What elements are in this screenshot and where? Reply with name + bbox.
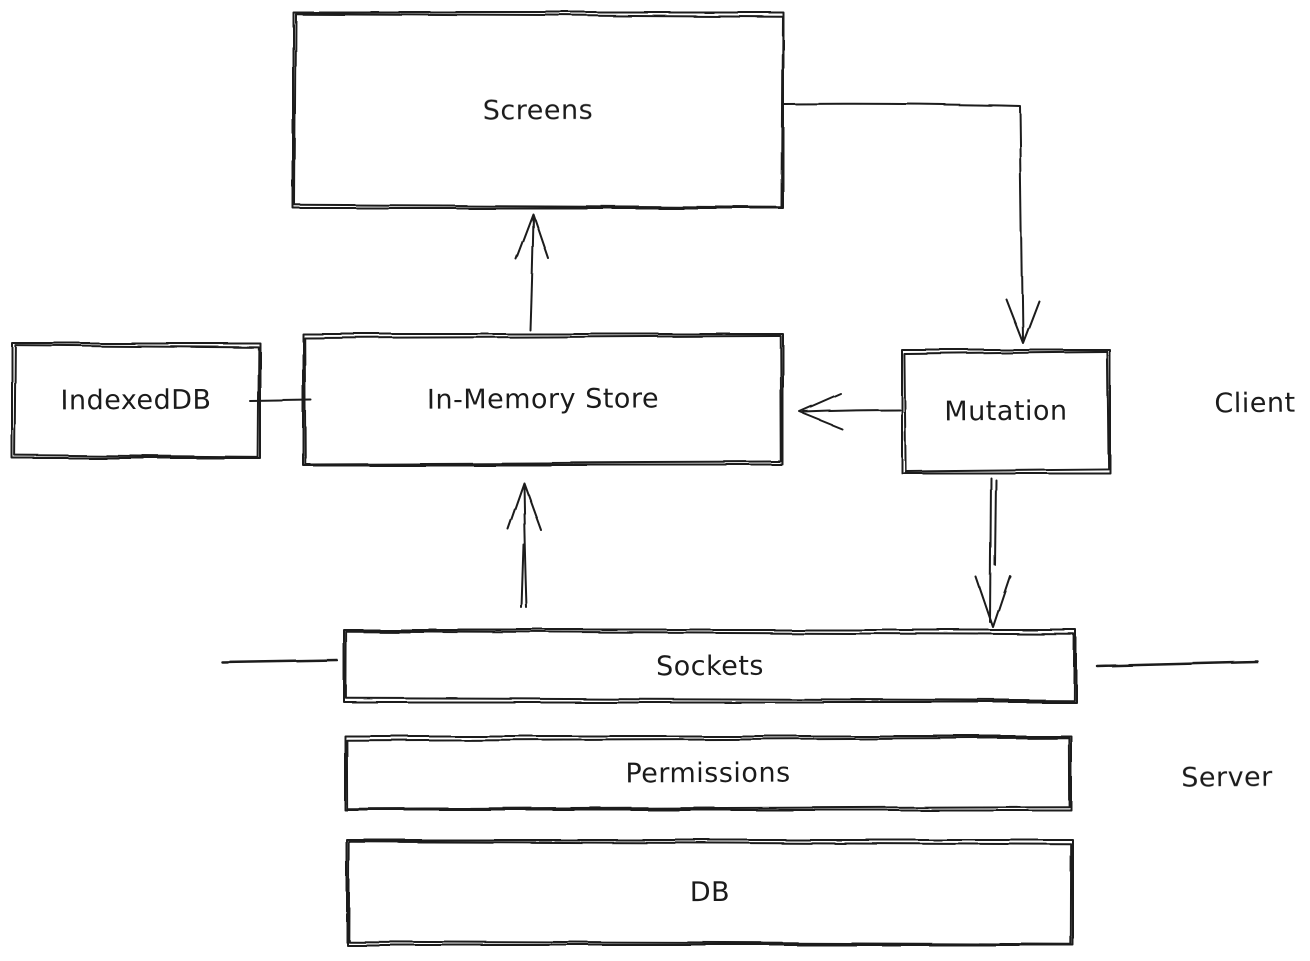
region-client-label: Client [1214, 387, 1296, 419]
divider-right [1095, 660, 1260, 668]
node-permissions-box [344, 735, 1072, 811]
node-permissions-label: Permissions [625, 757, 791, 789]
node-db-label: DB [689, 876, 731, 909]
edge-sockets-to-in-memory-store [507, 482, 542, 609]
divider-left [220, 658, 339, 664]
node-sockets-box [343, 629, 1077, 703]
node-mutation-label: Mutation [944, 395, 1068, 428]
node-screens-label: Screens [482, 94, 594, 126]
node-db-box [346, 839, 1074, 946]
edge-mutation-to-sockets [975, 477, 1011, 628]
node-in-memory-store-box [302, 333, 784, 466]
node-mutation-box [901, 349, 1111, 474]
edge-in-memory-store-to-screens [515, 213, 549, 331]
node-indexeddb-box [11, 342, 261, 459]
node-screens-box [292, 11, 784, 209]
region-server-label: Server [1181, 761, 1273, 793]
edge-screens-to-mutation [782, 102, 1040, 344]
node-indexeddb-label: IndexedDB [60, 384, 212, 417]
edge-mutation-to-in-memory-store [799, 393, 901, 430]
node-sockets-label: Sockets [655, 650, 765, 682]
node-in-memory-store-label: In-Memory Store [426, 383, 660, 416]
edge-indexeddb-to-in-memory-store [249, 399, 312, 402]
